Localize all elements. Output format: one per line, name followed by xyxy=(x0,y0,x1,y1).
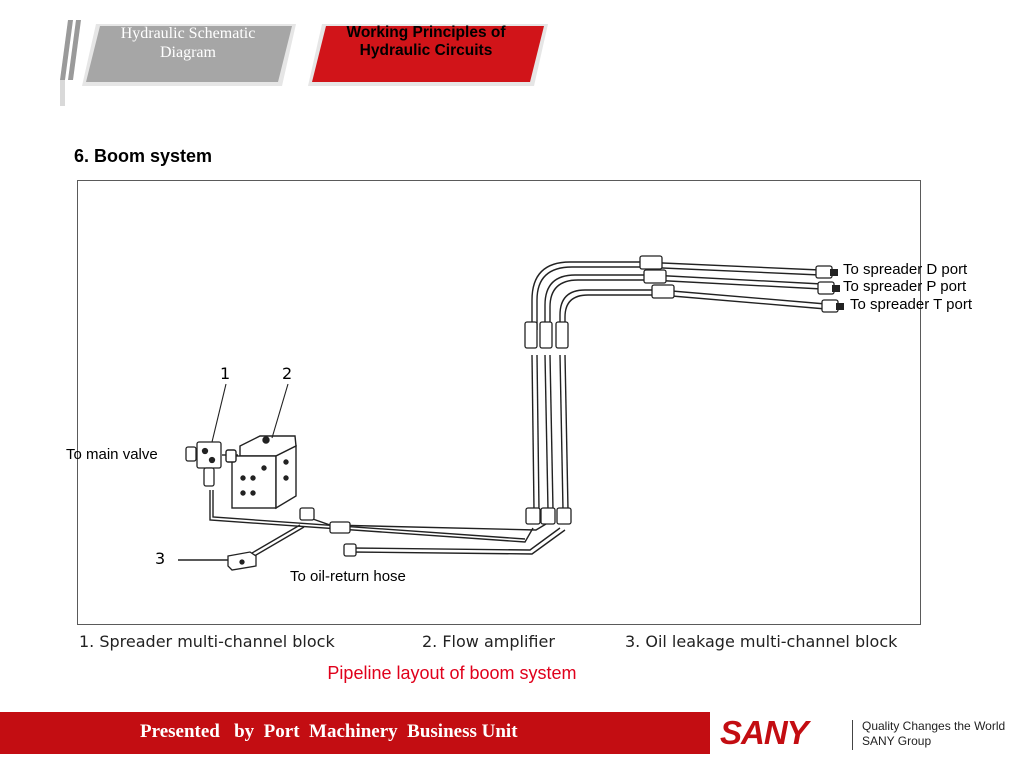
legend-item-flow-amplifier: 2. Flow amplifier xyxy=(422,632,555,651)
label-to-spreader-t-port: To spreader T port xyxy=(850,296,973,313)
callout-number-1: 1 xyxy=(220,364,231,383)
sany-logo: SANY xyxy=(720,714,809,751)
label-to-oil-return-hose: To oil-return hose xyxy=(290,568,406,585)
callout-number-2: 2 xyxy=(282,364,293,383)
slogan-line-2: SANY Group xyxy=(862,734,932,748)
label-to-spreader-p-port: To spreader P port xyxy=(843,278,967,295)
slogan-line-1: Quality Changes the World xyxy=(862,719,1006,733)
flow-amplifier xyxy=(225,435,297,510)
spreader-multi-channel-block xyxy=(185,441,222,487)
callout-number-3: 3 xyxy=(155,549,166,568)
tab-working-principles-background xyxy=(308,24,548,86)
label-to-main-valve: To main valve xyxy=(66,446,158,463)
header-stripes-decoration xyxy=(60,20,81,106)
oil-leakage-multi-channel-block xyxy=(227,551,257,571)
footer-divider xyxy=(852,720,853,750)
figure-caption: Pipeline layout of boom system xyxy=(327,663,577,683)
footer-slogan: Quality Changes the World SANY Group xyxy=(862,719,1005,749)
footer-presenter-text: Presented by Port Machinery Business Uni… xyxy=(140,721,518,742)
pipe-p-line xyxy=(544,274,823,330)
legend-item-oil-leakage-block: 3. Oil leakage multi-channel block xyxy=(625,632,898,651)
tab-hydraulic-schematic-background xyxy=(82,24,296,86)
pipe-d-line xyxy=(531,261,821,330)
section-title: 6. Boom system xyxy=(74,146,213,166)
footer-bar xyxy=(0,712,710,754)
tab-hydraulic-schematic-diagram[interactable]: Hydraulic Schematic Diagram xyxy=(120,25,256,61)
legend-item-spreader-block: 1. Spreader multi-channel block xyxy=(79,632,335,651)
pipe-t-line xyxy=(559,289,827,330)
tab-working-principles[interactable]: Working Principles of Hydraulic Circuits xyxy=(346,24,506,59)
diagram-frame xyxy=(77,180,921,625)
label-to-spreader-d-port: To spreader D port xyxy=(843,261,968,278)
